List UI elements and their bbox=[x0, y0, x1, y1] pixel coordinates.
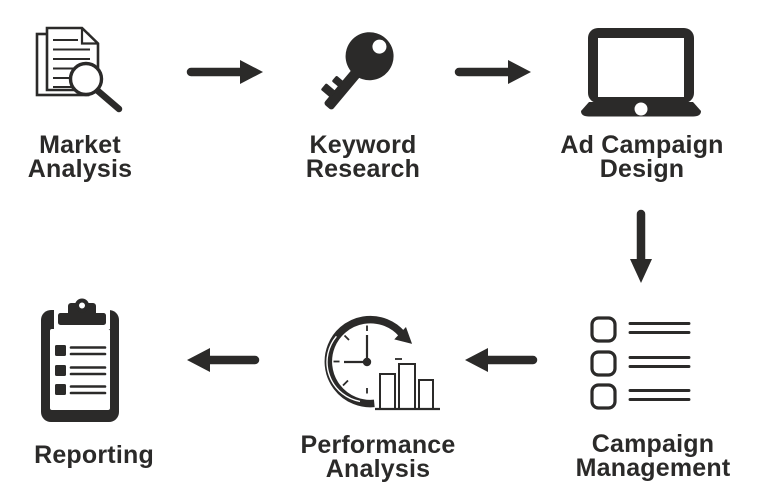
arrow-left-icon bbox=[465, 348, 538, 372]
step-label: Reporting bbox=[34, 441, 154, 469]
step-label: Keyword Research bbox=[305, 131, 421, 183]
step-label: Performance Analysis bbox=[300, 431, 456, 483]
step-label: Ad Campaign Design bbox=[560, 131, 724, 183]
clock-bar-chart-icon bbox=[324, 315, 440, 411]
checklist-icon bbox=[590, 316, 691, 410]
arrow-left-icon bbox=[187, 348, 260, 372]
laptop-icon bbox=[581, 28, 701, 117]
clipboard-checklist-icon bbox=[41, 298, 119, 422]
step-label: Market Analysis bbox=[27, 131, 133, 183]
arrow-down-icon bbox=[630, 209, 652, 283]
arrow-right-icon bbox=[454, 60, 531, 84]
arrow-right-icon bbox=[186, 60, 263, 84]
key-icon bbox=[321, 32, 394, 110]
step-label: Campaign Management bbox=[575, 430, 731, 482]
document-magnifier-icon bbox=[35, 26, 123, 113]
